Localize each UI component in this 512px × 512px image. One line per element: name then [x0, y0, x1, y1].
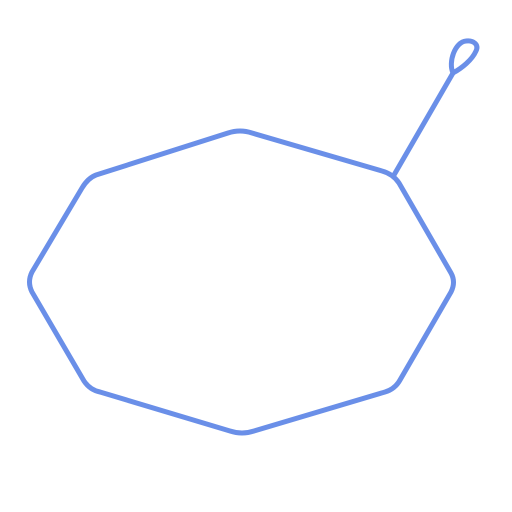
handle-loop [448, 38, 480, 76]
handle-line [391, 70, 456, 178]
octagon-outline [27, 128, 456, 436]
